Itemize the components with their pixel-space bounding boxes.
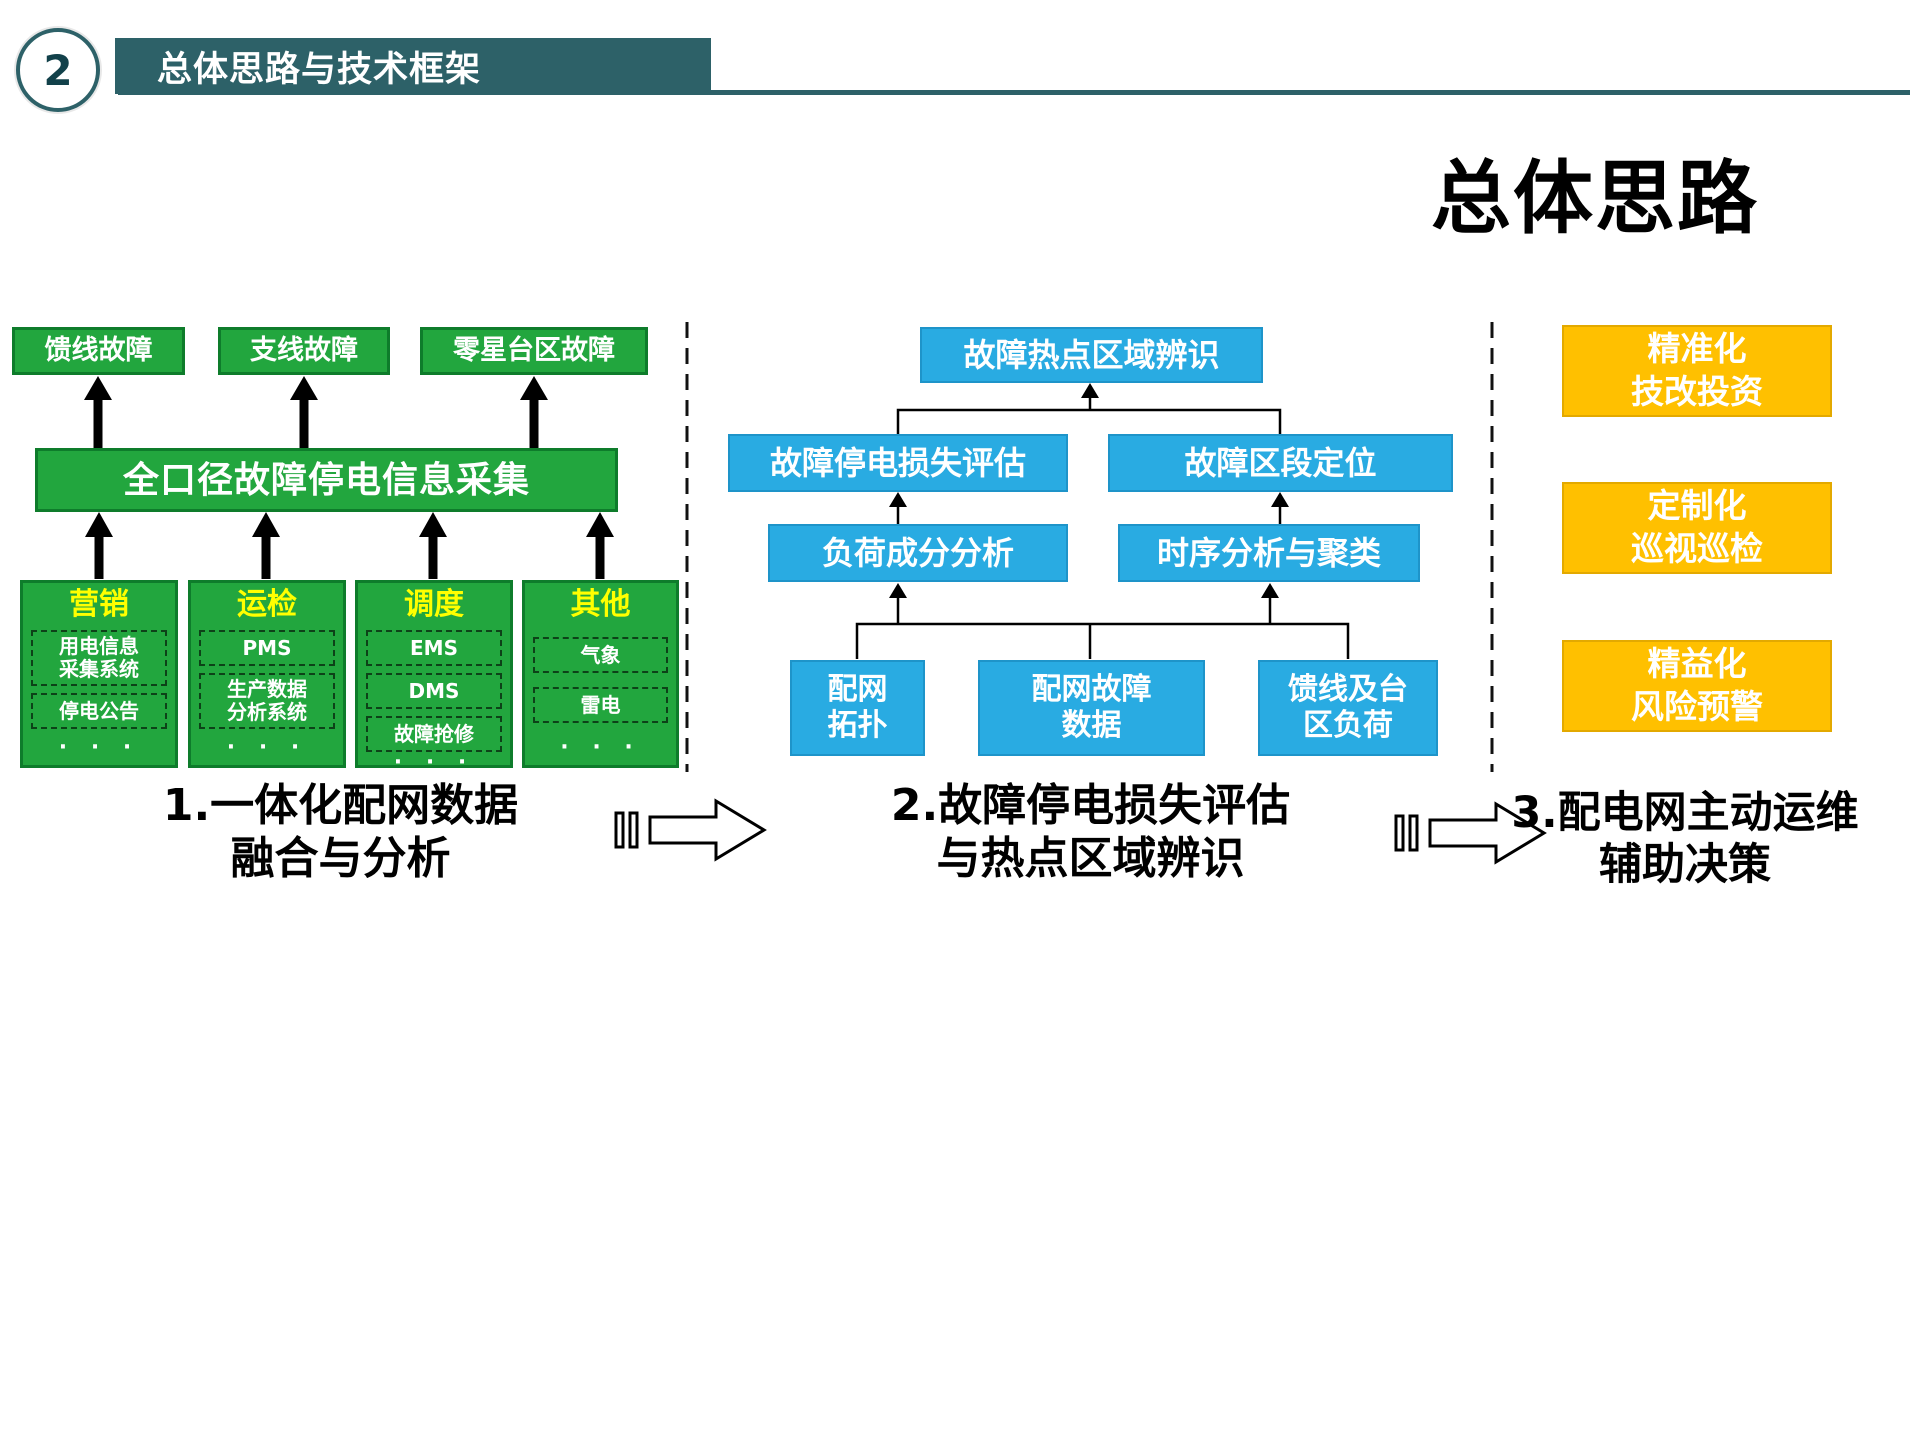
group-item: 故障抢修: [366, 716, 502, 752]
group-title: 其他: [570, 587, 631, 622]
yellow-box-customized-inspection: 定制化 巡视巡检: [1562, 482, 1832, 574]
yellow-box-lean-risk-warning: 精益化 风险预警: [1562, 640, 1832, 732]
header-rule: [118, 90, 1910, 95]
group-item: 雷电: [533, 687, 668, 723]
section-number-badge: 2: [16, 28, 100, 112]
fault-box-feeder: 馈线故障: [12, 327, 185, 375]
header-banner: 总体思路与技术框架: [115, 38, 711, 94]
fault-box-station-area: 零星台区故障: [420, 327, 648, 375]
blue-box-load-component-analysis: 负荷成分分析: [768, 524, 1068, 582]
blue-box-outage-loss-assessment: 故障停电损失评估: [728, 434, 1068, 492]
group-title: 运检: [237, 587, 297, 622]
group-ellipsis: · · ·: [58, 735, 140, 760]
blue-box-timeseries-clustering: 时序分析与聚类: [1118, 524, 1420, 582]
blue-box-hotspot-identification: 故障热点区域辨识: [920, 327, 1263, 383]
group-item: 停电公告: [31, 693, 167, 729]
flow-arrow-1: [614, 798, 767, 862]
group-marketing: 营销 用电信息 采集系统 停电公告 · · ·: [20, 580, 178, 768]
caption-step3: 3.配电网主动运维 辅助决策: [1511, 788, 1859, 890]
group-dispatch: 调度 EMS DMS 故障抢修 · · ·: [355, 580, 513, 774]
collector-box: 全口径故障停电信息采集: [35, 448, 618, 512]
group-title: 营销: [69, 587, 129, 622]
group-item: EMS: [366, 630, 502, 666]
blue-box-fault-data: 配网故障 数据: [978, 660, 1205, 756]
group-item: PMS: [199, 630, 335, 666]
group-item: 用电信息 采集系统: [31, 630, 167, 686]
fault-box-branch: 支线故障: [218, 327, 390, 375]
group-operation-inspection: 运检 PMS 生产数据 分析系统 · · ·: [188, 580, 346, 768]
section-number: 2: [43, 45, 73, 95]
blue-box-feeder-load: 馈线及台 区负荷: [1258, 660, 1438, 756]
group-item: 气象: [533, 637, 668, 673]
group-ellipsis: · · ·: [393, 750, 475, 775]
group-ellipsis: · · ·: [560, 735, 641, 760]
blue-box-fault-section-location: 故障区段定位: [1108, 434, 1453, 492]
group-item: DMS: [366, 673, 502, 709]
group-title: 调度: [404, 587, 464, 622]
group-item: 生产数据 分析系统: [199, 673, 335, 729]
header-title: 总体思路与技术框架: [157, 49, 482, 90]
yellow-box-precise-investment: 精准化 技改投资: [1562, 325, 1832, 417]
caption-step2: 2.故障停电损失评估 与热点区域辨识: [890, 780, 1291, 884]
caption-step1: 1.一体化配网数据 融合与分析: [162, 780, 519, 884]
blue-box-network-topology: 配网 拓扑: [790, 660, 925, 756]
slide-title: 总体思路: [1431, 152, 1759, 245]
group-ellipsis: · · ·: [226, 735, 308, 760]
group-other: 其他 气象 雷电 · · ·: [522, 580, 679, 768]
